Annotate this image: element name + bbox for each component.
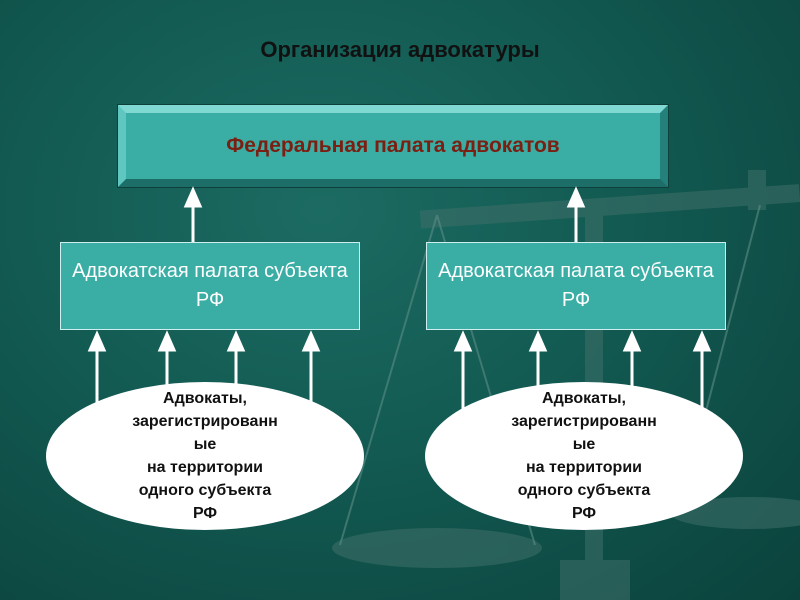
lawyers-label-right: Адвокаты, зарегистрированн ые на террито… — [511, 390, 657, 522]
regional-chamber-box-right: Адвокатская палата субъекта РФ — [426, 242, 726, 330]
lawyers-label-left: Адвокаты, зарегистрированн ые на террито… — [132, 390, 278, 522]
federal-chamber-box: Федеральная палата адвокатов — [118, 105, 668, 187]
regional-chamber-box-left: Адвокатская палата субъекта РФ — [60, 242, 360, 330]
lawyers-ellipse-left: Адвокаты, зарегистрированн ые на террито… — [46, 382, 364, 530]
page-title: Организация адвокатуры — [260, 37, 540, 62]
federal-chamber-label: Федеральная палата адвокатов — [226, 134, 560, 157]
lawyers-ellipse-right: Адвокаты, зарегистрированн ые на террито… — [425, 382, 743, 530]
